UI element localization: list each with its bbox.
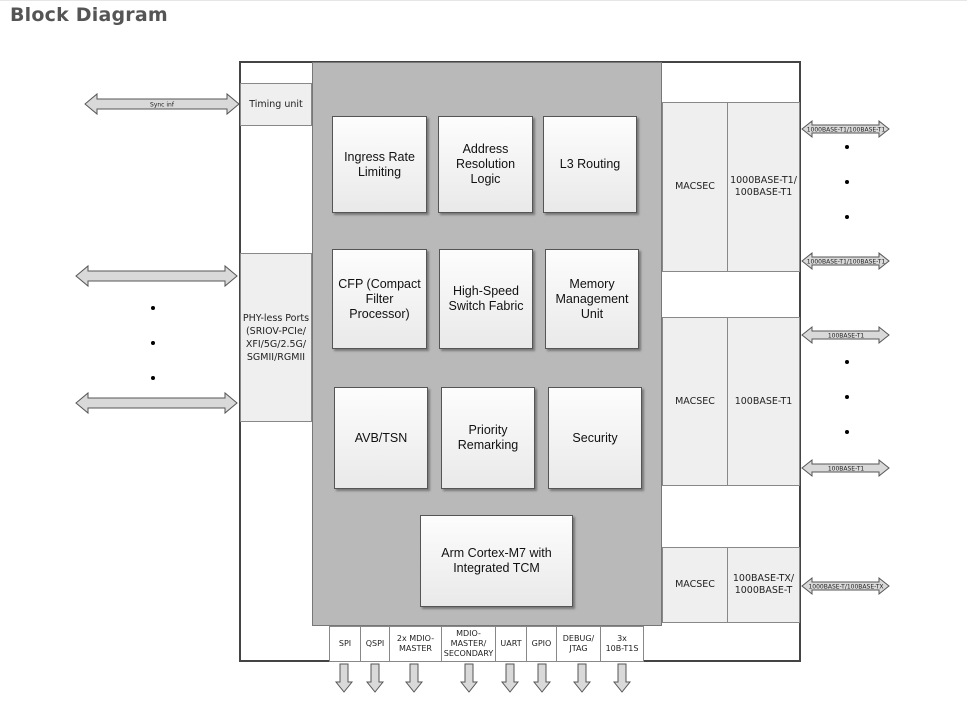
bottom-arrow-uart	[500, 663, 520, 693]
bottom-arrow-spi	[334, 663, 354, 693]
bottom-arrow-mdio-secondary	[459, 663, 479, 693]
bottom-arrow-mdio-master	[404, 663, 424, 693]
phy-100base-t1: 100BASE-T1	[727, 317, 800, 486]
right-arrow-2b-label: 100BASE-T1	[828, 466, 865, 473]
sync-arrow	[84, 92, 240, 116]
page-title: Block Diagram	[10, 4, 168, 26]
bottom-interface-debug-jtag: DEBUG/ JTAG	[556, 626, 601, 662]
priority-remarking-block: Priority Remarking	[441, 387, 535, 489]
macsec-1: MACSEC	[662, 102, 728, 272]
phy-less-ports: PHY-less Ports (SRIOV-PCIe/ XFI/5G/2.5G/…	[240, 253, 312, 422]
bottom-interface-mdio-secondary: MDIO- MASTER/ SECONDARY	[441, 626, 496, 662]
l3-routing-block: L3 Routing	[543, 116, 637, 213]
bottom-interface-qspi: QSPI	[360, 626, 390, 662]
sync-arrow-label: Sync inf	[150, 102, 175, 109]
bottom-interface-10b-t1s: 3x 10B-T1S	[600, 626, 644, 662]
phy-100base-tx: 100BASE-TX/ 1000BASE-T	[727, 547, 800, 623]
right-ellipsis-dot-2	[845, 180, 849, 184]
security-block: Security	[548, 387, 642, 489]
right-arrow-2b	[801, 458, 890, 478]
right-ellipsis-dot-4	[845, 360, 849, 364]
right-ellipsis-dot-3	[845, 215, 849, 219]
bottom-arrow-qspi	[365, 663, 385, 693]
right-ellipsis-dot-5	[845, 395, 849, 399]
top-rule	[0, 0, 967, 1]
switch-fabric-block: High-Speed Switch Fabric	[439, 249, 533, 349]
ingress-rate-limiting-block: Ingress Rate Limiting	[332, 116, 427, 213]
arm-cortex-block: Arm Cortex-M7 with Integrated TCM	[420, 515, 573, 607]
right-arrow-2a	[801, 325, 890, 345]
right-arrow-3	[801, 576, 890, 596]
left-ellipsis-dot-3	[151, 376, 155, 380]
bottom-arrow-debug	[572, 663, 592, 693]
timing-unit: Timing unit	[240, 83, 312, 126]
phy-1000base-t1: 1000BASE-T1/ 100BASE-T1	[727, 102, 800, 272]
phy-less-arrow-bottom	[75, 391, 238, 415]
memory-management-block: Memory Management Unit	[545, 249, 639, 349]
right-ellipsis-dot-6	[845, 430, 849, 434]
right-arrow-1b	[801, 251, 890, 271]
left-ellipsis-dot-2	[151, 341, 155, 345]
phy-less-arrow-top	[75, 264, 238, 288]
right-arrow-2a-label: 100BASE-T1	[828, 333, 865, 340]
avb-tsn-block: AVB/TSN	[334, 387, 428, 489]
cfp-block: CFP (Compact Filter Processor)	[332, 249, 427, 349]
right-arrow-1a-label: 1000BASE-T1/100BASE-T1	[807, 127, 886, 134]
right-arrow-1a	[801, 119, 890, 139]
right-ellipsis-dot-1	[845, 145, 849, 149]
bottom-interface-mdio-master: 2x MDIO- MASTER	[389, 626, 442, 662]
left-ellipsis-dot-1	[151, 306, 155, 310]
right-arrow-3-label: 1000BASE-T/100BASE-TX	[808, 584, 883, 591]
address-resolution-logic-block: Address Resolution Logic	[438, 116, 533, 213]
bottom-arrow-10b-t1s	[612, 663, 632, 693]
bottom-arrow-gpio	[532, 663, 552, 693]
right-arrow-1b-label: 1000BASE-T1/100BASE-T1	[807, 259, 886, 266]
